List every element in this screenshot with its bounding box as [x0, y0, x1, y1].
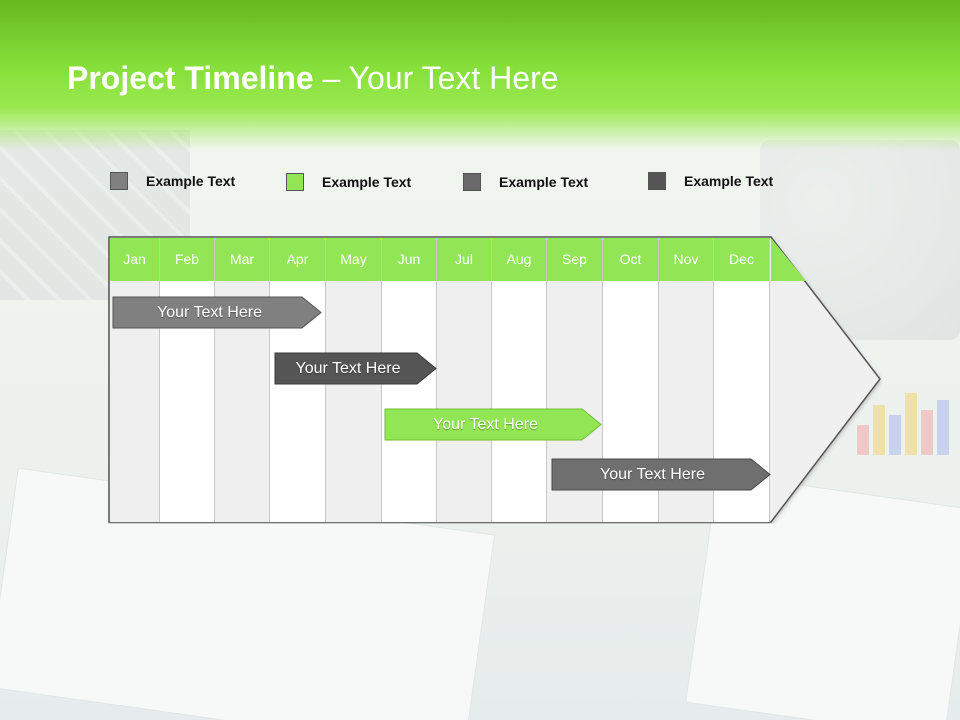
month-label: Apr	[270, 238, 325, 281]
legend-swatch-icon	[110, 172, 128, 190]
legend-label: Example Text	[322, 174, 412, 190]
month-label: Oct	[603, 238, 658, 281]
month-column: Feb	[160, 238, 215, 522]
month-label: Dec	[714, 238, 769, 281]
legend-item: Example Text	[110, 170, 235, 192]
page-title: Project Timeline – Your Text Here	[67, 60, 559, 97]
task-label: Your Text Here	[433, 416, 538, 433]
month-label: Sep	[547, 238, 602, 281]
title-rest: – Your Text Here	[313, 60, 559, 96]
task-arrow[interactable]: Your Text Here	[112, 296, 322, 329]
task-arrow[interactable]: Your Text Here	[551, 458, 771, 491]
legend-swatch-icon	[286, 173, 304, 191]
task-arrow-shape	[274, 352, 437, 385]
month-label: Jan	[110, 238, 159, 281]
task-label: Your Text Here	[295, 360, 401, 377]
header-band	[0, 0, 960, 150]
legend-swatch-icon	[463, 173, 481, 191]
month-label: Jun	[382, 238, 436, 281]
month-label: Nov	[659, 238, 713, 281]
month-column: Jul	[437, 238, 492, 522]
month-label: Aug	[492, 238, 546, 281]
task-arrow[interactable]: Your Text Here	[384, 408, 602, 441]
legend-label: Example Text	[499, 174, 589, 190]
legend-label: Example Text	[146, 173, 236, 189]
month-column: Mar	[215, 238, 270, 522]
task-arrow[interactable]: Your Text Here	[274, 352, 437, 385]
task-arrow-shape	[384, 408, 602, 441]
task-arrow-shape	[551, 458, 771, 491]
legend-item: Example Text	[463, 171, 588, 193]
task-arrow-shape	[112, 296, 322, 329]
title-bold: Project Timeline	[67, 60, 314, 96]
month-label: Feb	[160, 238, 214, 281]
month-label: May	[326, 238, 381, 281]
month-label: Mar	[215, 238, 269, 281]
task-label: Your Text Here	[600, 466, 705, 483]
month-column: Aug	[492, 238, 547, 522]
month-label: Jul	[437, 238, 491, 281]
legend-label: Example Text	[684, 173, 774, 189]
legend-item: Example Text	[648, 170, 773, 192]
task-label: Your Text Here	[157, 304, 262, 321]
legend-item: Example Text	[286, 171, 411, 193]
bar-chart-image	[855, 385, 960, 455]
legend-swatch-icon	[648, 172, 666, 190]
month-column: Jan	[110, 238, 160, 522]
